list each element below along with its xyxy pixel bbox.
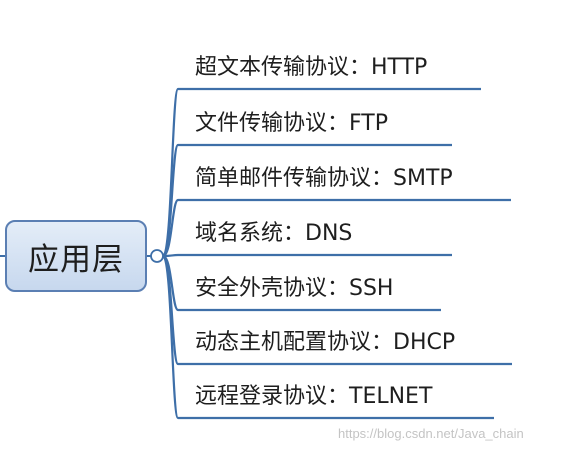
branch-line-smtp bbox=[162, 198, 511, 258]
branch-label-telnet: 远程登录协议：TELNET bbox=[195, 384, 433, 409]
watermark: https://blog.csdn.net/Java_chain bbox=[338, 426, 524, 441]
branch-telnet[interactable]: 远程登录协议：TELNET bbox=[195, 381, 432, 413]
branch-http[interactable]: 超文本传输协议：HTTP bbox=[195, 52, 427, 84]
branch-line-telnet bbox=[161, 254, 494, 420]
branch-line-dns bbox=[162, 253, 452, 258]
branch-smtp[interactable]: 简单邮件传输协议：SMTP bbox=[195, 163, 453, 195]
branch-label-dhcp: 动态主机配置协议：DHCP bbox=[195, 330, 456, 355]
branch-label-ftp: 文件传输协议：FTP bbox=[195, 111, 388, 136]
branch-ftp[interactable]: 文件传输协议：FTP bbox=[195, 108, 388, 140]
branch-ssh[interactable]: 安全外壳协议：SSH bbox=[195, 273, 393, 305]
branch-label-ssh: 安全外壳协议：SSH bbox=[195, 276, 394, 301]
hub-circle bbox=[150, 249, 164, 263]
branch-dns[interactable]: 域名系统：DNS bbox=[195, 218, 352, 250]
branch-label-dns: 域名系统：DNS bbox=[195, 221, 353, 246]
root-node-label: 应用层 bbox=[28, 241, 124, 278]
branch-label-smtp: 简单邮件传输协议：SMTP bbox=[195, 166, 453, 191]
branch-dhcp[interactable]: 动态主机配置协议：DHCP bbox=[195, 327, 455, 359]
branch-label-http: 超文本传输协议：HTTP bbox=[195, 55, 428, 80]
root-node-application-layer[interactable]: 应用层 bbox=[5, 220, 147, 292]
branch-lines bbox=[161, 87, 512, 420]
